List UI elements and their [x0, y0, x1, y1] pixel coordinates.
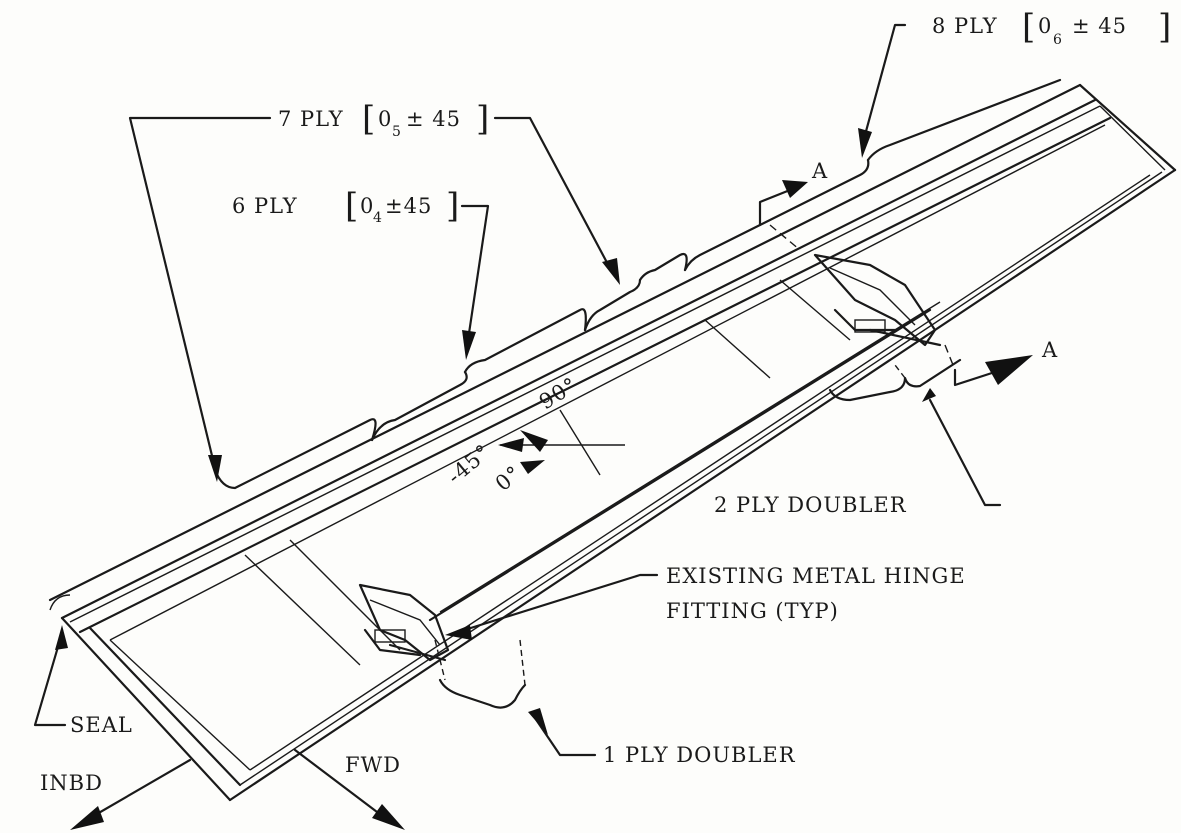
label-1-ply-doubler: 1 PLY DOUBLER [603, 743, 796, 767]
brace-mid [638, 252, 688, 282]
spar-line [428, 308, 932, 622]
svg-text:± 45: ± 45 [406, 107, 461, 131]
svg-text:6: 6 [1053, 32, 1063, 48]
svg-text:0: 0 [1038, 14, 1052, 38]
label-inbd: INBD [40, 771, 103, 795]
rib-3 [779, 279, 851, 341]
panel-trailing-edge [228, 168, 1177, 802]
hinge-fitting-outboard [813, 253, 942, 347]
rib-1 [244, 554, 361, 666]
label-seal: SEAL [70, 713, 133, 737]
svg-text:±45: ±45 [385, 194, 432, 218]
section-a-markers [758, 180, 1033, 387]
rib-2 [704, 319, 771, 379]
panel-top-edge [48, 83, 1082, 602]
label-fwd: FWD [345, 753, 401, 777]
brace-8ply-right [866, 78, 1062, 162]
section-a-bottom-label: A [1041, 338, 1058, 362]
panel-band-line-2 [69, 105, 1101, 623]
panel-right-end-inner [1099, 105, 1166, 171]
bracket-left: [ [1022, 7, 1035, 47]
svg-text:[: [ [362, 99, 375, 139]
brace-8ply [683, 158, 870, 272]
label-2-ply-doubler: 2 PLY DOUBLER [714, 493, 907, 517]
panel-band-line-1 [60, 98, 1097, 620]
pocket-top [109, 124, 1106, 641]
panel-left-end [60, 616, 232, 802]
brace-6ply [370, 370, 468, 442]
ply-leaders [128, 23, 907, 482]
brace-7ply-left [213, 418, 377, 490]
label-hinge-line-2: FITTING (TYP) [666, 599, 839, 623]
fwd-arrowhead [372, 804, 405, 830]
label-hinge-line-1: EXISTING METAL HINGE [666, 564, 966, 588]
svg-text:0: 0 [360, 194, 374, 218]
svg-text:]: ] [476, 99, 489, 139]
angle-0-label: 0° [491, 461, 526, 496]
brace-7ply-right-b [583, 278, 642, 332]
ply-brace-marks [49, 78, 1062, 611]
label-8-ply: 8 PLY [ 0 6 ± 45 ] [932, 7, 1171, 48]
inbd-arrowhead [70, 806, 104, 830]
svg-text:0: 0 [378, 107, 392, 131]
label-8-ply-text: 8 PLY [932, 14, 998, 38]
panel-band-line-3 [78, 116, 1112, 634]
panel-left-end-inner [88, 626, 242, 787]
svg-text:[: [ [345, 186, 358, 226]
label-7-ply: 7 PLY [ 0 5 ± 45 ] [278, 99, 489, 140]
label-6-ply-text: 6 PLY [232, 194, 298, 218]
svg-text:]: ] [446, 186, 459, 226]
svg-text:4: 4 [373, 210, 383, 226]
bracket-right: ] [1158, 7, 1171, 47]
label-6-ply: 6 PLY [ 0 4 ±45 ] [232, 186, 459, 226]
direction-arrows [70, 748, 405, 830]
section-a-top-label: A [811, 159, 828, 183]
svg-text:5: 5 [392, 124, 402, 140]
label-7-ply-text: 7 PLY [278, 107, 344, 131]
spar-line-inner [439, 301, 941, 613]
pocket-left [109, 639, 251, 771]
rib-1b [289, 539, 401, 651]
control-surface-panel [48, 83, 1177, 802]
brace-7ply-right-a [463, 308, 587, 374]
panel-trailing-edge-inner-2 [249, 174, 1151, 771]
doubler-markers [33, 358, 1002, 757]
svg-text:± 45: ± 45 [1072, 14, 1127, 38]
panel-right-end [1078, 83, 1177, 172]
fiber-orientation-axes [498, 409, 625, 476]
panel-trailing-edge-inner [239, 171, 1163, 786]
